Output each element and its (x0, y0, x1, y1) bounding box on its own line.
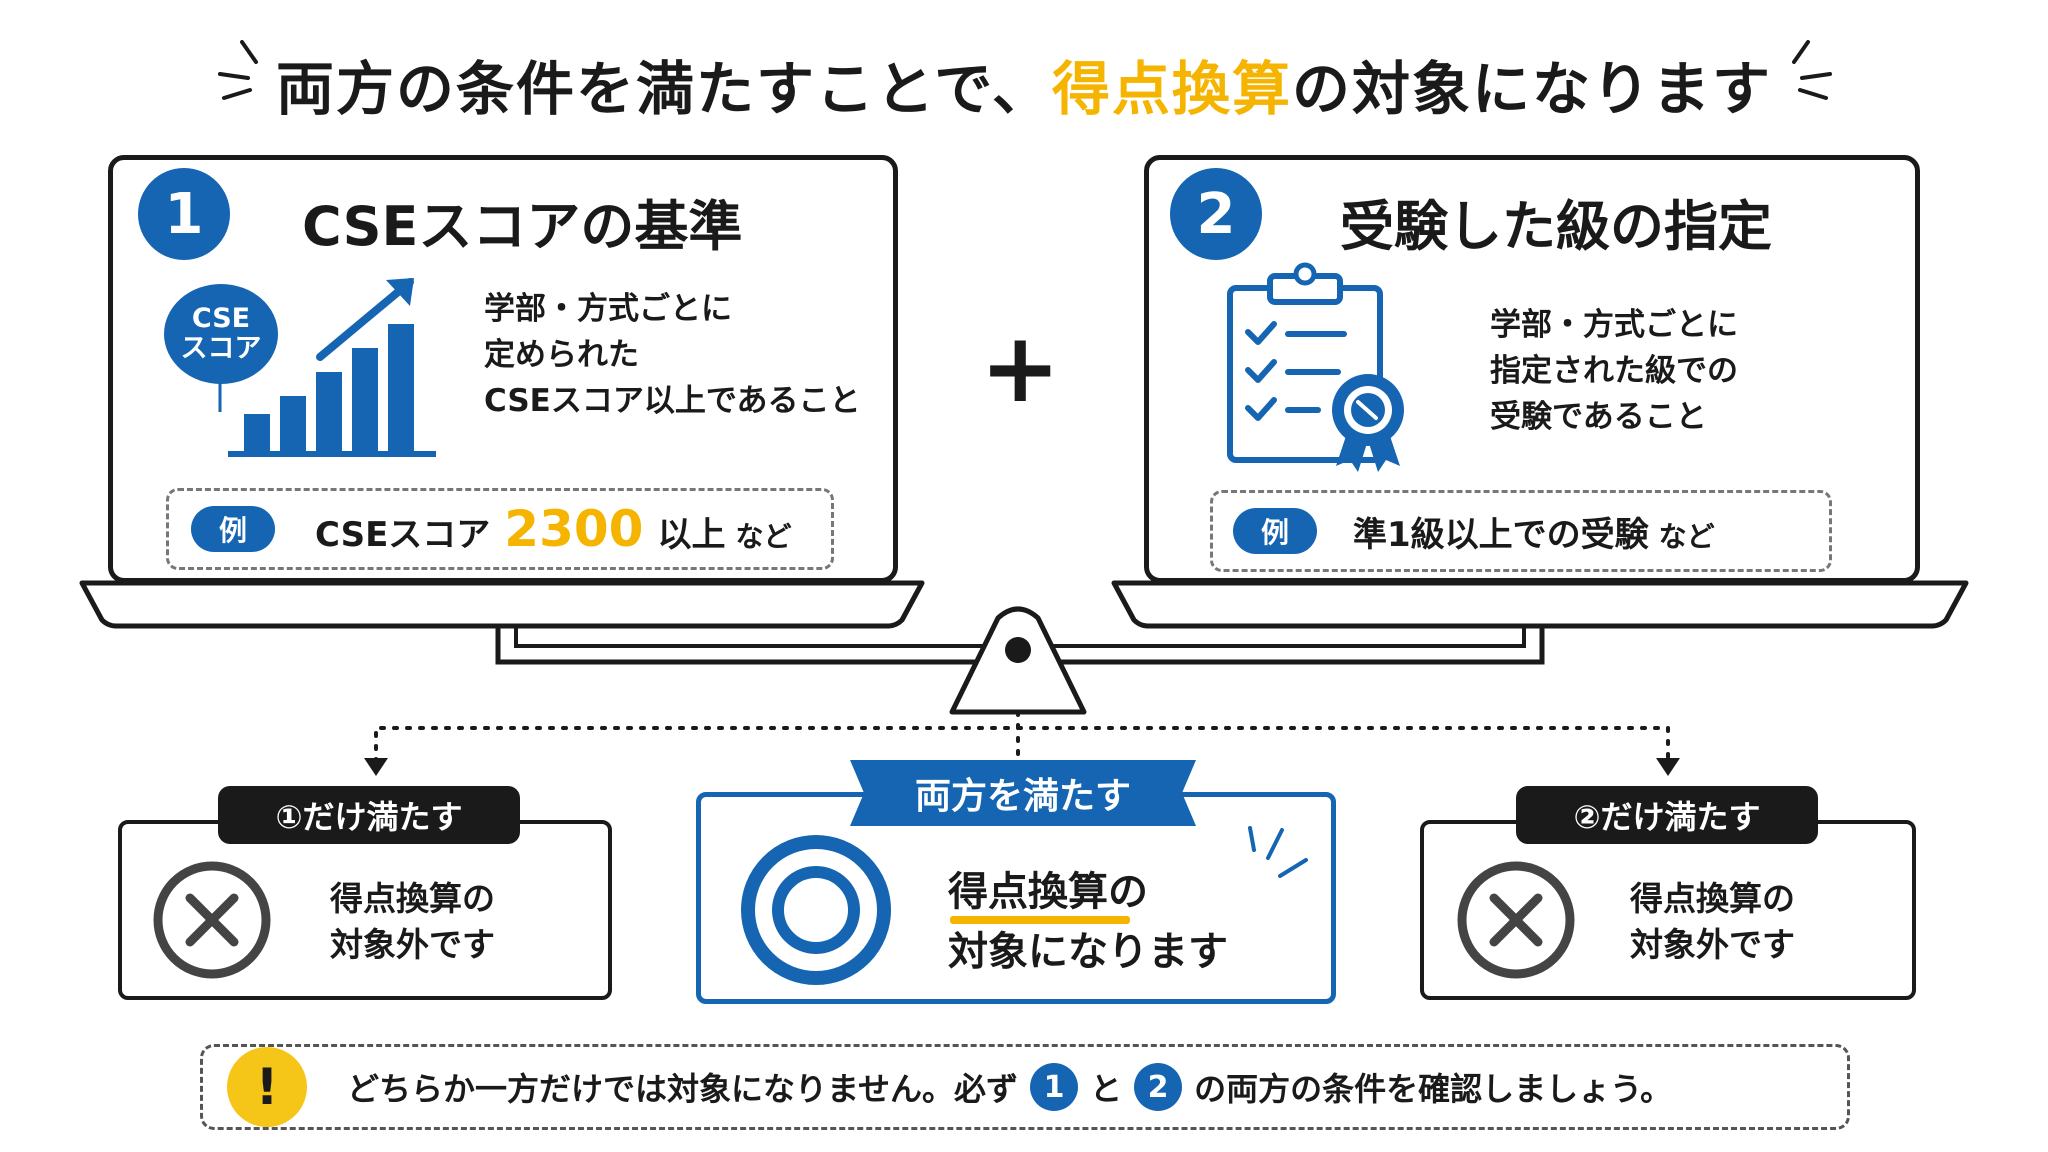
result-message: 得点換算の 対象外です (330, 876, 495, 968)
result-tab: 両方を満たす (914, 776, 1131, 817)
highlight-underline (950, 916, 1130, 924)
desc-line: 定められた (484, 337, 639, 373)
note-mid: と (1090, 1070, 1123, 1108)
example-box: 例 CSEスコア 2300 以上 など (166, 488, 834, 570)
result-tab: ①だけ満たす (218, 786, 520, 844)
result-line: 対象外です (1630, 925, 1795, 964)
clipboard-award-icon (1227, 262, 1404, 472)
example-tail: など (735, 520, 792, 553)
double-circle-icon (741, 835, 891, 985)
result-message: 得点換算の 対象になります (948, 862, 1228, 982)
note-after: の両方の条件を確認しましょう。 (1194, 1070, 1673, 1108)
example-label-pill: 例 (191, 506, 275, 552)
result-line: 得点換算の (330, 879, 495, 918)
title-text-after: の対象になります (1291, 55, 1772, 123)
cse-score-bubble: CSE スコア (164, 284, 278, 384)
desc-line: 学部・方式ごとに (484, 291, 732, 327)
title-highlight: 得点換算 (1051, 55, 1292, 123)
desc-line: CSEスコア以上であること (484, 383, 861, 419)
result-message: 得点換算の 対象外です (1630, 876, 1795, 968)
cross-mark-icon (1457, 861, 1575, 979)
condition-description: 学部・方式ごとに 定められた CSEスコア以上であること (484, 286, 861, 424)
sparkle-left-icon (218, 40, 258, 100)
example-label-pill: 例 (1233, 508, 1317, 554)
page-title: 両方の条件を満たすことで、得点換算の対象になります (0, 42, 2048, 126)
example-text: CSEスコア 2300 以上 など (315, 500, 791, 558)
caution-note: ! どちらか一方だけでは対象になりません。必ず 1 と 2 の両方の条件を確認し… (200, 1044, 1850, 1130)
example-box: 例 準1級以上での受験 など (1210, 490, 1832, 572)
title-text-before: 両方の条件を満たすことで、 (276, 55, 1052, 123)
condition-heading: CSEスコアの基準 (302, 195, 743, 258)
condition-number-badge: 1 (138, 168, 230, 260)
bubble-line-2: スコア (180, 333, 262, 364)
desc-line: 学部・方式ごとに (1490, 307, 1738, 343)
result-box-both (696, 792, 1336, 1004)
plus-sign: + (980, 312, 1061, 424)
result-line: 得点換算の (948, 869, 1148, 915)
example-prefix: CSEスコア (315, 515, 491, 555)
rising-chart-icon (218, 278, 436, 457)
note-badge-2: 2 (1134, 1063, 1183, 1111)
note-before: どちらか一方だけでは対象になりません。必ず (347, 1070, 1019, 1108)
cross-mark-icon (153, 861, 271, 979)
note-text: どちらか一方だけでは対象になりません。必ず 1 と 2 の両方の条件を確認しまし… (347, 1063, 1672, 1111)
condition-heading: 受験した級の指定 (1340, 195, 1772, 258)
condition-description: 学部・方式ごとに 指定された級での 受験であること (1490, 302, 1738, 440)
sparkle-right-icon (1792, 40, 1832, 100)
example-text: 準1級以上での受験 など (1353, 507, 1715, 556)
example-suffix: 以上 (657, 515, 726, 555)
desc-line: 受験であること (1490, 399, 1707, 435)
example-score-value: 2300 (504, 500, 644, 558)
result-tab: ②だけ満たす (1516, 786, 1818, 844)
result-line: 対象になります (948, 929, 1228, 975)
bubble-line-1: CSE (191, 303, 251, 334)
sparkle-icon (1248, 826, 1308, 878)
result-line: 対象外です (330, 925, 495, 964)
warning-icon: ! (227, 1047, 307, 1127)
result-line: 得点換算の (1630, 879, 1795, 918)
desc-line: 指定された級での (1490, 353, 1738, 389)
note-badge-1: 1 (1030, 1063, 1079, 1111)
example-main: 準1級以上での受験 (1353, 514, 1649, 555)
condition-number-badge: 2 (1170, 168, 1262, 260)
example-tail: など (1658, 519, 1715, 553)
result-ribbon (850, 760, 1196, 826)
